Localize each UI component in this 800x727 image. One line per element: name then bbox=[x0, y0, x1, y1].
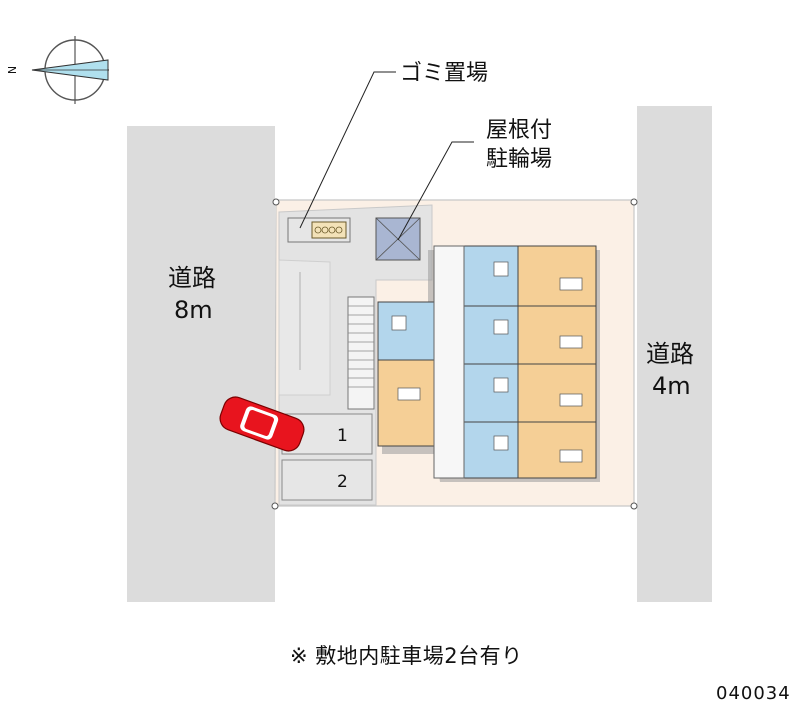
property-code: 040034 bbox=[716, 683, 791, 704]
unit-row-2 bbox=[463, 305, 597, 365]
unit-row-3 bbox=[463, 363, 597, 423]
unit-row-4 bbox=[463, 421, 597, 479]
parking-number-2: 2 bbox=[337, 472, 348, 492]
leader-garbage bbox=[299, 71, 396, 229]
garbage-label: ゴミ置場 bbox=[400, 61, 488, 86]
staircase bbox=[347, 296, 375, 410]
compass-icon bbox=[31, 36, 109, 104]
parking-space-2 bbox=[281, 459, 373, 501]
road-left-name: 道路 bbox=[168, 264, 216, 292]
road-right bbox=[637, 106, 712, 602]
unit-row-1 bbox=[463, 245, 597, 307]
compass-north-label: N bbox=[6, 66, 19, 74]
parking-note: ※ 敷地内駐車場2台有り bbox=[290, 644, 523, 668]
bike-label-line1: 屋根付 bbox=[486, 118, 552, 143]
bike-label-line2: 駐輪場 bbox=[486, 147, 552, 172]
corridor bbox=[433, 245, 465, 479]
parking-number-1: 1 bbox=[337, 426, 348, 446]
road-left-width: 8m bbox=[174, 296, 213, 324]
road-left bbox=[127, 126, 275, 602]
entrance-path bbox=[278, 259, 331, 396]
unit-corner-orange bbox=[377, 359, 435, 447]
unit-corner-blue bbox=[377, 301, 435, 361]
road-right-width: 4m bbox=[652, 372, 691, 400]
leader-bike bbox=[397, 141, 474, 241]
car-icon bbox=[219, 396, 305, 452]
road-right-name: 道路 bbox=[646, 340, 694, 368]
